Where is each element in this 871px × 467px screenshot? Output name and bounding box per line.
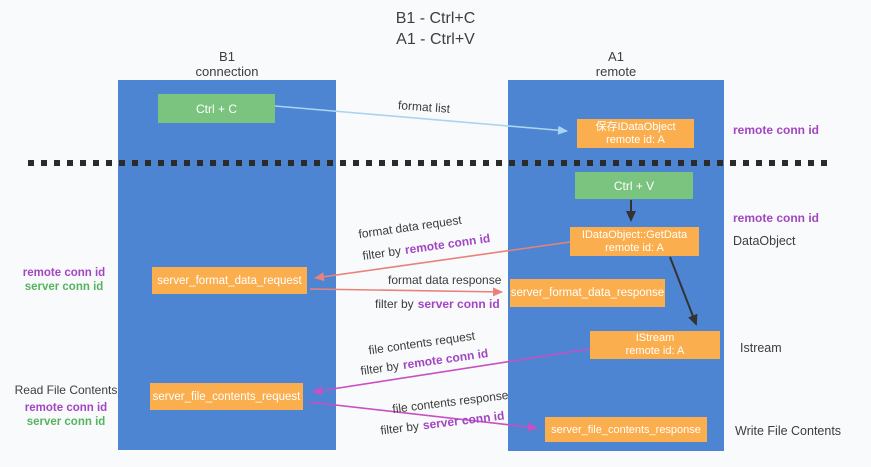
title-line-1: B1 - Ctrl+C [395,10,476,27]
lane-a1-name: A1 [608,49,624,64]
remote-conn-id-text: remote conn id [403,231,492,257]
title-line-2: A1 - Ctrl+V [396,31,475,48]
format-list-label: format list [397,98,451,116]
idataobject-getdata-box: IDataObject::GetData remote id: A [570,227,699,256]
read-file-contents-label: Read File Contents [14,383,118,397]
write-file-contents-label: Write File Contents [735,424,842,438]
remote-conn-id-label-top: remote conn id [733,123,820,137]
istream-line1: IStream [635,332,675,344]
ctrl-v-box: Ctrl + V [575,172,693,199]
server-file-contents-request-box: server_file_contents_request [150,383,303,410]
getdata-line1: IDataObject::GetData [581,228,688,241]
filter-by-text: filter by [359,358,400,378]
lane-header-b1: B1 connection [118,49,336,79]
lane-a1-role: remote [595,64,637,79]
remote-conn-id-label-mid: remote conn id [733,211,820,225]
istream-line2: remote id: A [625,345,685,357]
server-conn-id-text: server conn id [417,297,500,311]
server-format-data-request-box: server_format_data_request [152,267,307,294]
ctrl-v-label: Ctrl + V [613,178,655,193]
save-idataobject-box: 保存IDataObject remote id: A [577,119,694,148]
save-idataobject-line1: 保存IDataObject [595,120,676,133]
ctrl-c-label: Ctrl + C [195,101,237,116]
format-data-response-label: format data response [388,273,502,287]
server-file-contents-request-label: server_file_contents_request [152,390,301,403]
lane-b1-role: connection [195,64,259,79]
server-conn-id-text: server conn id [421,408,506,433]
server-file-contents-response-label: server_file_contents_response [551,423,701,436]
lane-b1-name: B1 [219,49,235,64]
ctrl-c-box: Ctrl + C [158,94,275,123]
remote-conn-id-label-bottom: remote conn id [24,402,108,414]
read-file-contents-labels: Read File Contents remote conn id server… [14,383,118,429]
dataobject-label: DataObject [733,234,796,248]
server-file-contents-response-box: server_file_contents_response [545,417,707,442]
server-format-data-request-label: server_format_data_request [157,274,302,287]
istream-side-label: Istream [740,341,782,355]
remote-conn-id-label-left: remote conn id [22,267,106,279]
server-format-data-response-label: server_format_data_response [510,287,665,299]
format-data-response-arrow [309,287,503,297]
save-idataobject-line2: remote id: A [606,133,665,146]
istream-box: IStream remote id: A [590,331,720,359]
lane-header-a1: A1 remote [508,49,724,79]
getdata-line2: remote id: A [605,241,664,254]
page-title: B1 - Ctrl+C A1 - Ctrl+V [0,8,871,50]
left-conn-id-labels: remote conn id server conn id [14,266,114,294]
filter-by-text: filter by [375,297,414,311]
server-conn-id-label-left: server conn id [24,281,104,293]
server-conn-id-label-bottom: server conn id [26,416,106,428]
filter-by-text: filter by [361,243,402,263]
server-format-data-response-box: server_format_data_response [510,279,665,307]
filter-by-text: filter by [379,418,420,438]
